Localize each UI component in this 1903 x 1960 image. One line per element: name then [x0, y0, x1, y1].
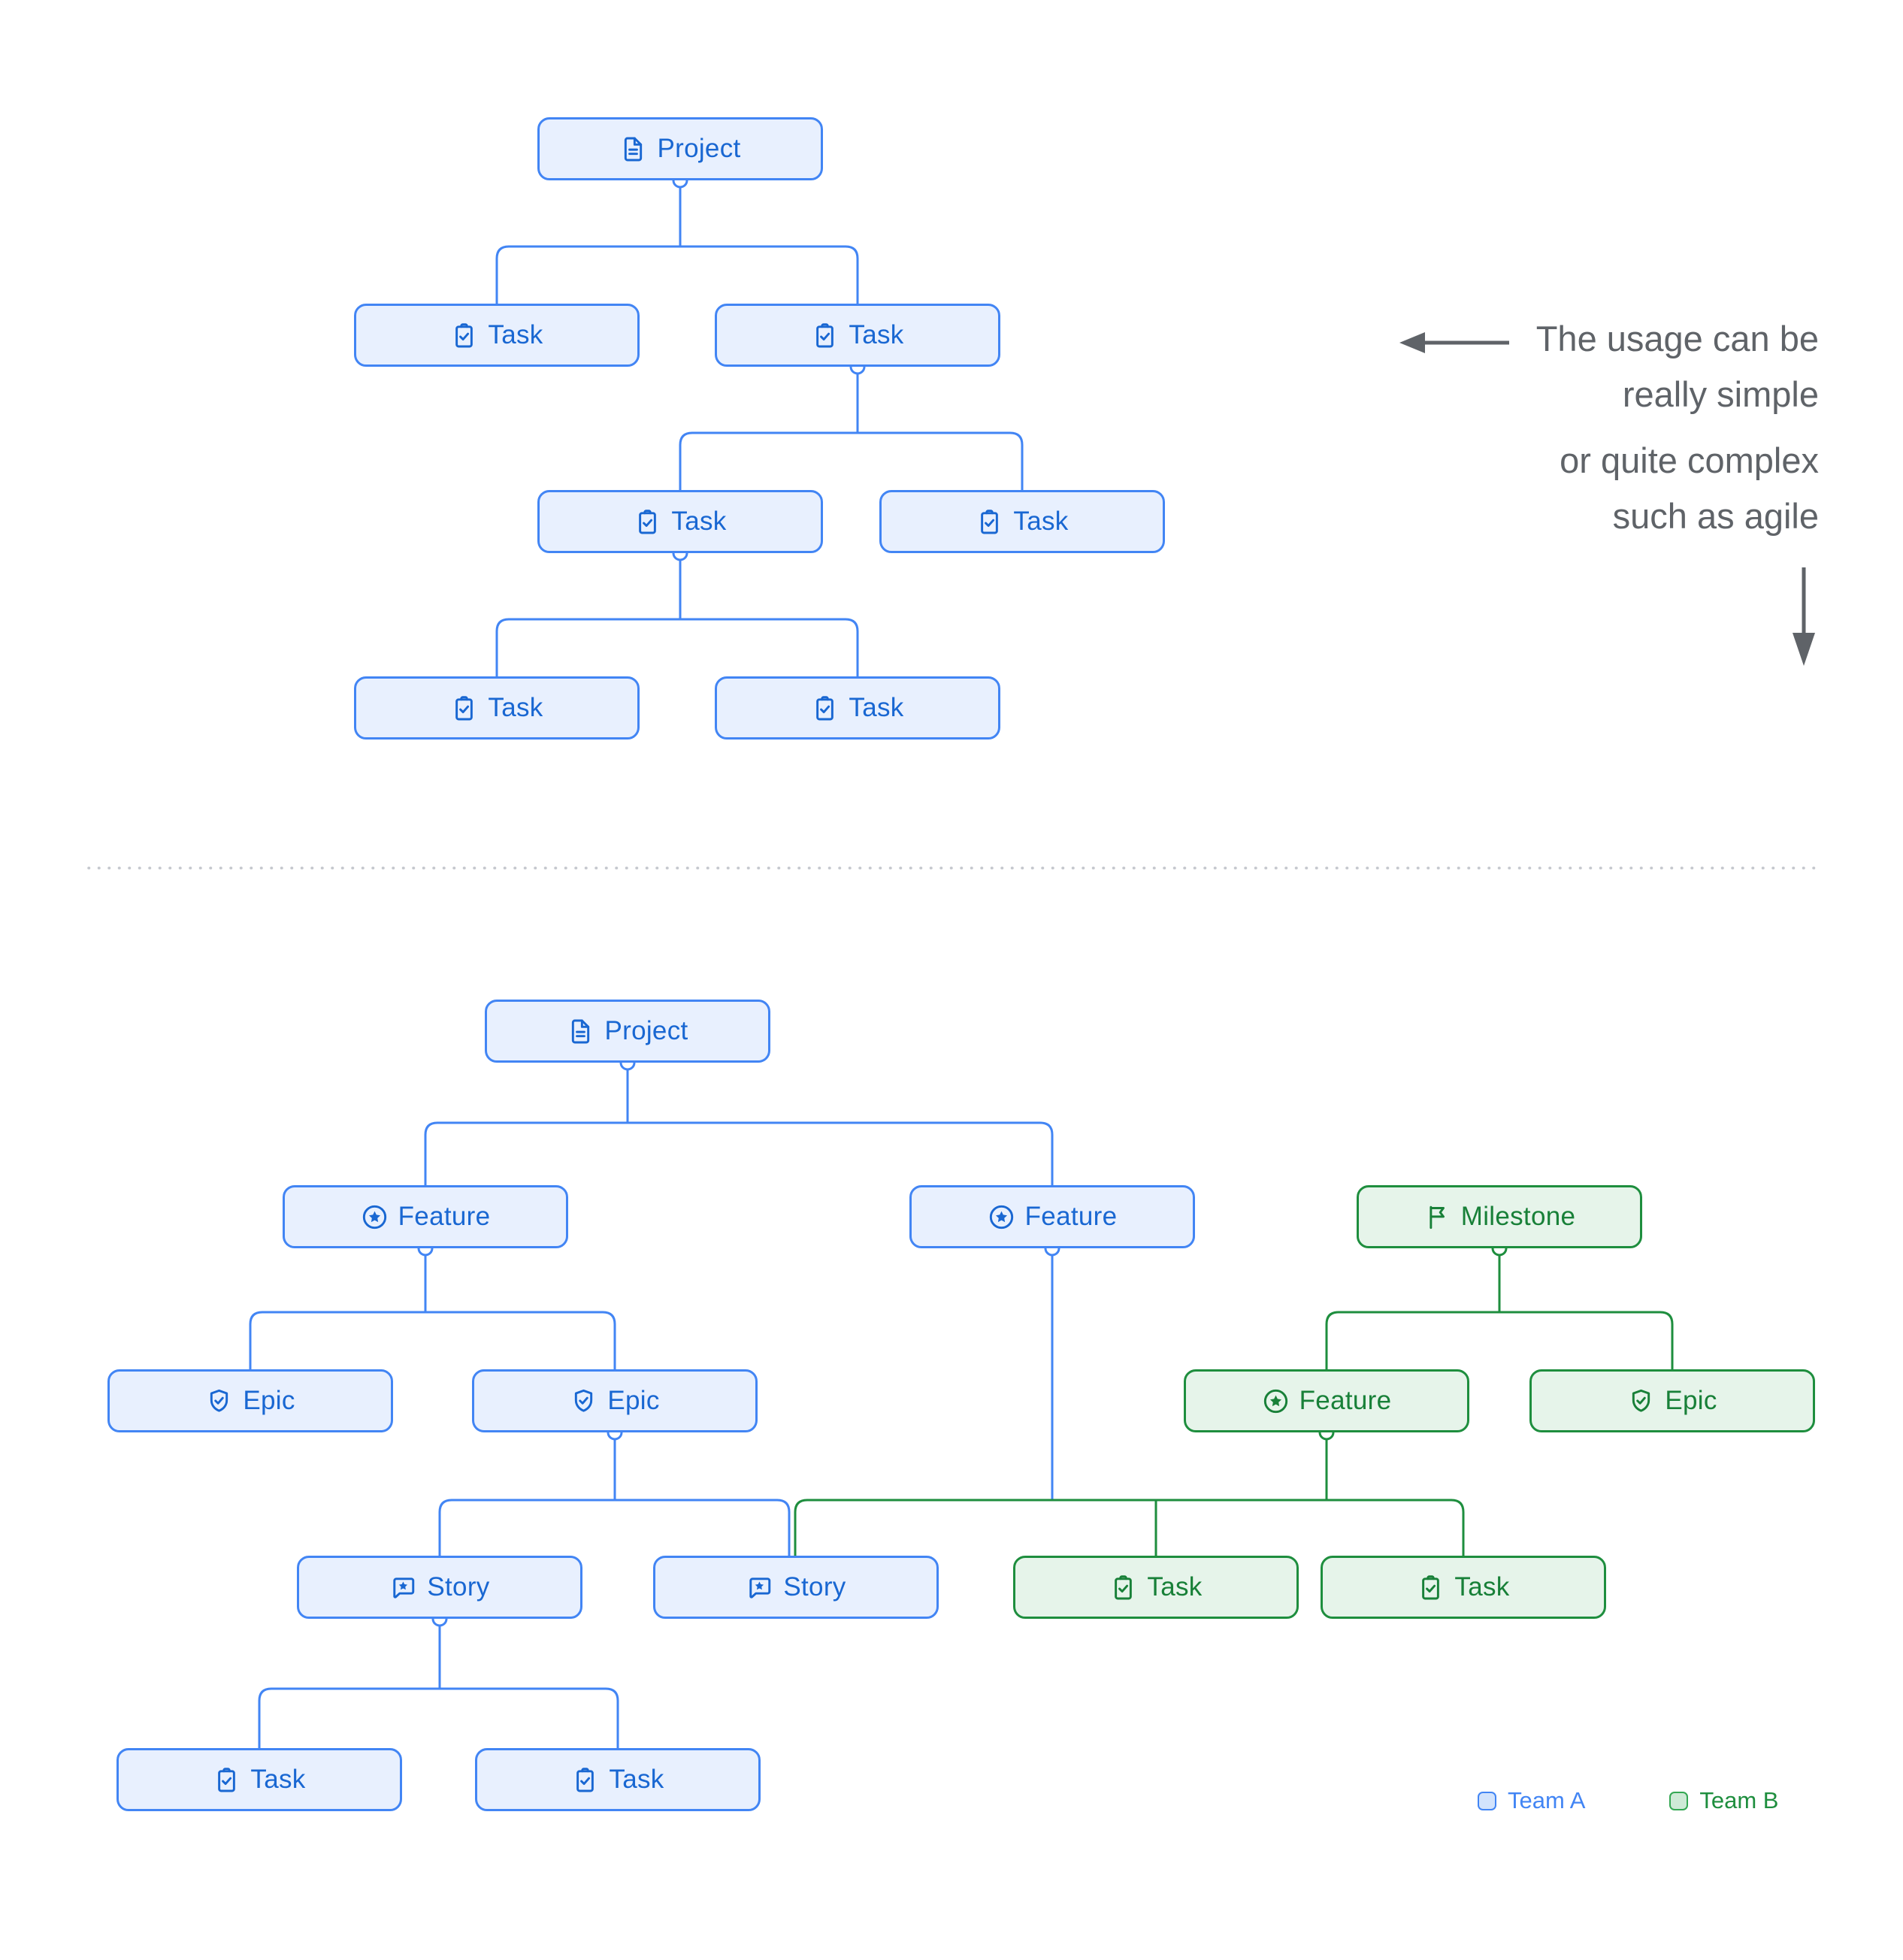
annotation-line: or quite complex [1560, 440, 1819, 480]
node-story-1: Story [297, 1556, 582, 1619]
task-icon [976, 508, 1003, 536]
epic-icon [205, 1387, 233, 1415]
task-icon [811, 322, 839, 349]
team-b-label: Team B [1699, 1787, 1779, 1813]
document-icon [567, 1018, 594, 1045]
node-label: Epic [1665, 1386, 1717, 1415]
connector [794, 1499, 1465, 1556]
node-label: Project [657, 134, 741, 163]
story-icon [746, 1574, 773, 1602]
node-label: Feature [398, 1202, 491, 1231]
node-label: Task [849, 320, 904, 349]
node-label: Milestone [1460, 1202, 1576, 1231]
task-icon [450, 694, 478, 722]
node-top-task-4: Task [879, 490, 1165, 553]
node-label: Epic [607, 1386, 660, 1415]
connector [1325, 1311, 1674, 1369]
connector [438, 1499, 791, 1556]
team-b-swatch [1669, 1791, 1689, 1810]
node-top-task-3: Task [537, 490, 823, 553]
node-label: Task [849, 693, 904, 722]
node-story-2: Story [653, 1556, 939, 1619]
node-label: Task [609, 1765, 664, 1794]
node-epic-1: Epic [107, 1369, 393, 1432]
connector [258, 1687, 619, 1748]
task-icon [1109, 1574, 1137, 1602]
left-arrow-icon [1399, 332, 1509, 353]
feature-icon [988, 1203, 1015, 1231]
node-epic-3: Epic [1529, 1369, 1815, 1432]
node-top-task-2: Task [715, 304, 1000, 367]
node-label: Task [250, 1765, 306, 1794]
node-label: Feature [1024, 1202, 1118, 1231]
team-a-label: Team A [1508, 1787, 1586, 1813]
connector [495, 618, 859, 676]
node-top-project: Project [537, 117, 823, 180]
node-label: Task [488, 693, 543, 722]
node-top-task-5: Task [354, 676, 640, 740]
milestone-icon [1423, 1203, 1451, 1231]
node-project: Project [485, 1000, 770, 1063]
node-task-b2: Task [1321, 1556, 1606, 1619]
legend-item-team-a: Team A [1478, 1787, 1585, 1814]
node-label: Story [427, 1572, 490, 1602]
node-task-a2: Task [475, 1748, 761, 1811]
annotation-line: such as agile [1612, 496, 1819, 536]
node-label: Task [671, 507, 727, 536]
epic-icon [1627, 1387, 1655, 1415]
node-label: Story [783, 1572, 846, 1602]
node-label: Project [604, 1016, 688, 1045]
node-label: Epic [243, 1386, 295, 1415]
team-a-swatch [1478, 1791, 1496, 1810]
node-top-task-1: Task [354, 304, 640, 367]
legend-item-team-b: Team B [1669, 1787, 1779, 1814]
task-icon [1417, 1574, 1445, 1602]
task-icon [450, 322, 478, 349]
node-label: Feature [1299, 1386, 1392, 1415]
down-arrow-icon [1793, 567, 1815, 666]
task-icon [811, 694, 839, 722]
connector [495, 245, 859, 304]
feature-icon [361, 1203, 389, 1231]
task-icon [571, 1766, 599, 1794]
node-feature-2: Feature [909, 1185, 1195, 1248]
node-task-a1: Task [116, 1748, 402, 1811]
task-icon [634, 508, 661, 536]
node-label: Task [1013, 507, 1069, 536]
node-label: Task [1147, 1572, 1203, 1602]
feature-icon [1262, 1387, 1290, 1415]
task-icon [213, 1766, 241, 1794]
annotation-line: really simple [1622, 374, 1819, 414]
connector [249, 1311, 616, 1369]
node-label: Task [1454, 1572, 1510, 1602]
node-feature-1: Feature [283, 1185, 568, 1248]
connector [424, 1121, 1054, 1185]
node-feature-3: Feature [1184, 1369, 1469, 1432]
node-task-b1: Task [1013, 1556, 1299, 1619]
epic-icon [570, 1387, 598, 1415]
node-milestone: Milestone [1357, 1185, 1642, 1248]
story-icon [389, 1574, 417, 1602]
document-icon [619, 135, 647, 163]
legend: Team A Team B [1478, 1787, 1779, 1814]
annotation-line: The usage can be [1535, 319, 1819, 358]
usage-annotation: The usage can be really simple or quite … [1536, 311, 1819, 544]
node-label: Task [488, 320, 543, 349]
connector [679, 431, 1024, 490]
node-epic-2: Epic [472, 1369, 758, 1432]
node-top-task-6: Task [715, 676, 1000, 740]
